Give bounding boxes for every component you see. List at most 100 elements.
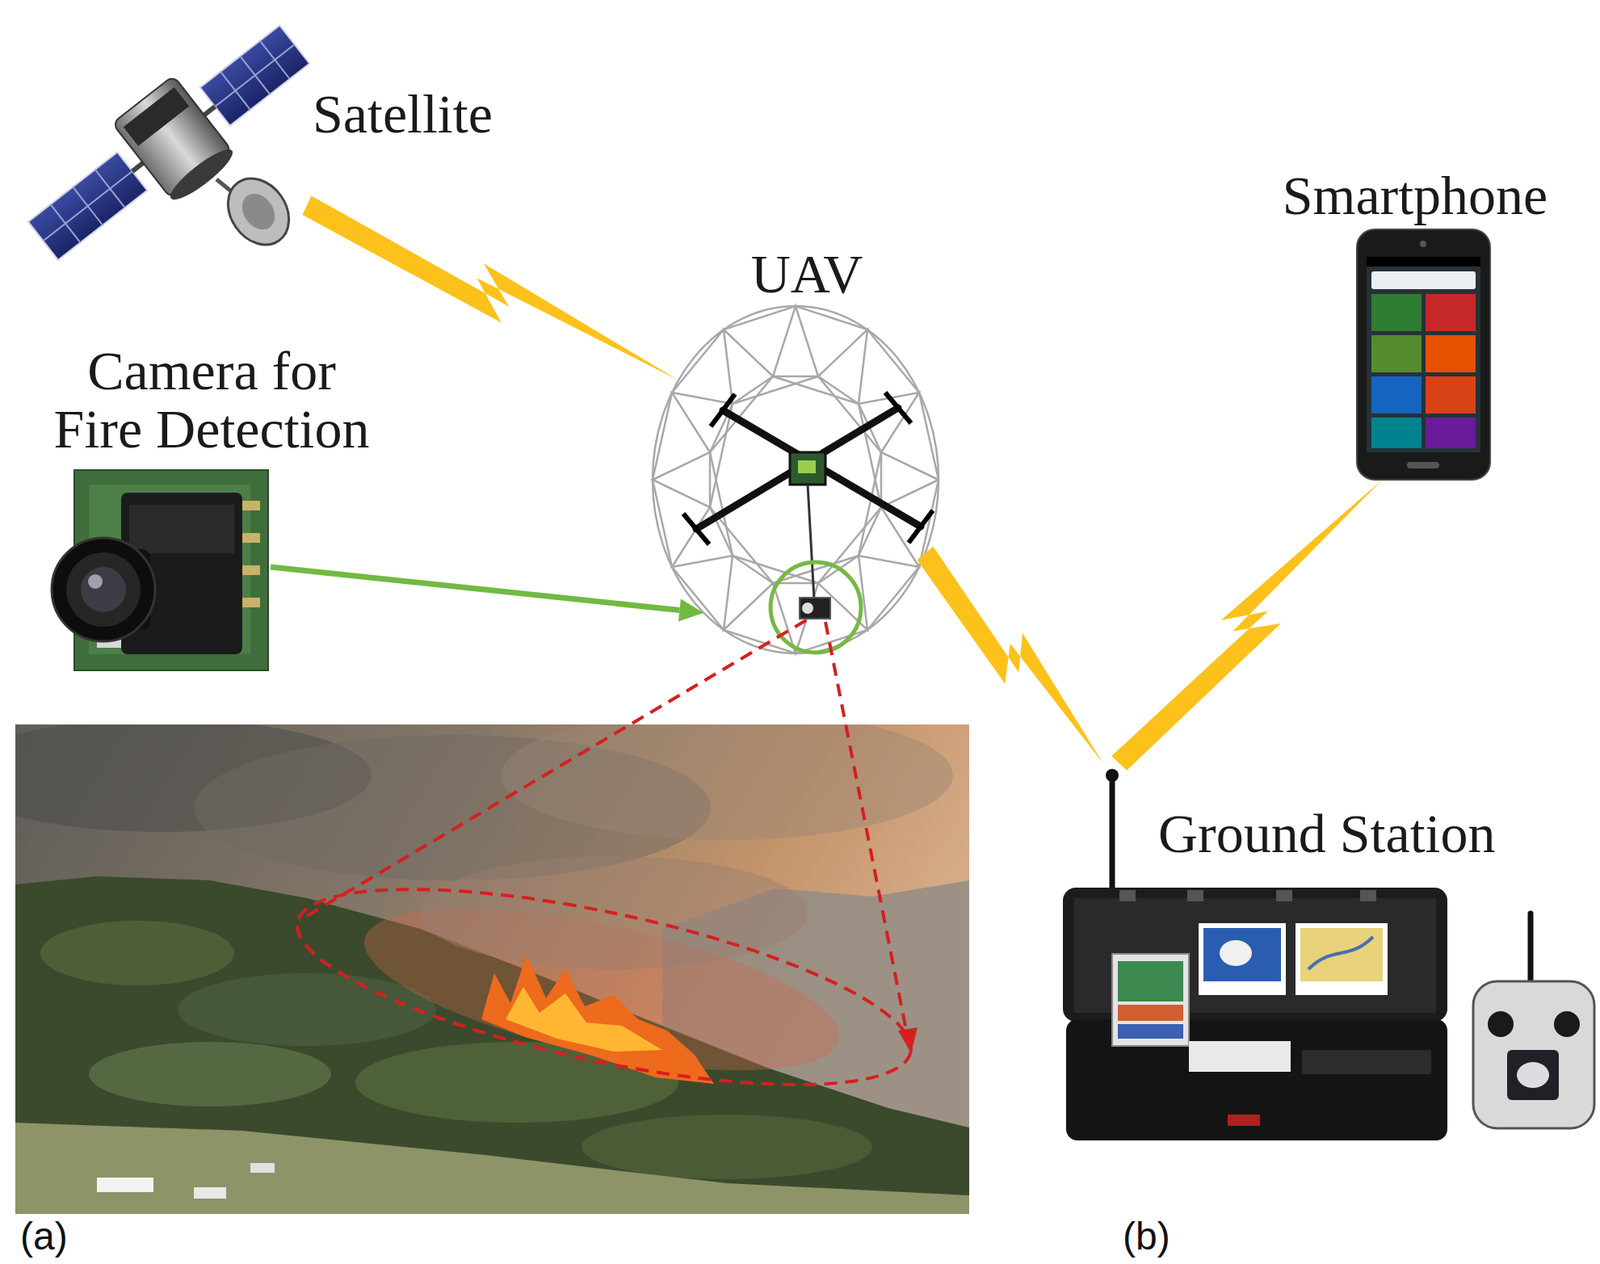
data-arrow: [270, 566, 704, 622]
fire-photo: [505, 986, 663, 1052]
quadcopter: [683, 513, 710, 545]
camera-illustration: [51, 537, 156, 642]
smartphone-illustration: [1371, 335, 1422, 373]
satellite-illustration: [164, 142, 238, 206]
ground-station-illustration: [1300, 928, 1383, 982]
quadcopter: [789, 452, 826, 485]
quadcopter: [807, 484, 815, 600]
arrow-shaft: [270, 566, 680, 611]
uav-node: UAV: [652, 306, 939, 654]
quadcopter: [799, 597, 831, 619]
lightning-bolt: [302, 195, 680, 380]
node-label: Satellite: [312, 85, 493, 143]
quadcopter: [722, 410, 921, 527]
smartphone-illustration: [1425, 335, 1476, 373]
fire-photo: [177, 973, 437, 1046]
ground-station-illustration: [1360, 890, 1377, 902]
camera-node: Camera for Fire Detection: [46, 464, 271, 674]
camera-illustration: [242, 500, 261, 511]
ground-station-node: Ground Station: [1061, 763, 1597, 1143]
satellite-illustration: [214, 44, 295, 107]
remote-controller: [1516, 1062, 1550, 1088]
satellite-node: Satellite: [20, 35, 307, 251]
quadcopter: [683, 392, 933, 653]
smartphone-illustration: [1371, 293, 1422, 332]
satellite-illustration: [200, 25, 310, 126]
field-of-view: [281, 848, 926, 1125]
ground-station-illustration: [1203, 928, 1281, 982]
wireless-link: [917, 546, 1104, 765]
smartphone-illustration: [1371, 376, 1422, 414]
lightning-bolt: [917, 546, 1104, 765]
satellite-illustration: [112, 75, 232, 199]
wireless-link: [302, 195, 680, 380]
remote-controller: [1553, 1011, 1580, 1038]
fire-photo: [193, 1187, 227, 1199]
uav-illustration: [709, 376, 882, 584]
arrow-head: [678, 599, 704, 622]
ground-station-illustration: [1187, 890, 1204, 902]
panel-label: (b): [1122, 1216, 1171, 1257]
smartphone-node: Smartphone: [1356, 229, 1491, 480]
smartphone-illustration: [1356, 229, 1491, 480]
smartphone-illustration: [1371, 417, 1422, 449]
camera-illustration: [80, 566, 126, 613]
camera-illustration: [51, 470, 269, 671]
node-label: UAV: [751, 245, 864, 303]
remote-controller: [1473, 913, 1595, 1129]
satellite-illustration: [235, 187, 282, 236]
remote-controller: [1528, 913, 1534, 986]
fire-photo: [40, 920, 235, 986]
uav-illustration: [652, 306, 939, 654]
uav-illustration: [652, 306, 939, 654]
fire-photo: [15, 1122, 970, 1214]
node-label: Ground Station: [1158, 805, 1496, 863]
uav-illustration: [652, 306, 939, 654]
quadcopter: [797, 460, 816, 474]
ground-station-illustration: [1295, 923, 1388, 996]
fire-photo: [96, 1177, 154, 1193]
fire-photo: [581, 1114, 873, 1180]
ground-station-illustration: [1117, 1004, 1184, 1021]
smartphone-illustration: [1406, 461, 1440, 469]
ground-station-illustration: [1227, 1114, 1260, 1126]
ground-station-illustration: [1117, 961, 1184, 1002]
uav-illustration: [709, 376, 882, 584]
smartphone-illustration: [1366, 256, 1481, 453]
remote-controller: [1487, 1011, 1514, 1038]
satellite-illustration: [28, 151, 147, 260]
uav-illustration: [652, 306, 939, 654]
fire-photo: [15, 724, 970, 1214]
ground-station-illustration: [1066, 1019, 1448, 1141]
uav-illustration: [709, 376, 882, 584]
node-label: Smartphone: [1282, 167, 1549, 225]
quadcopter: [710, 394, 735, 427]
smartphone-illustration: [1419, 240, 1427, 248]
camera-illustration: [242, 597, 261, 608]
node-label: Camera for Fire Detection: [44, 342, 380, 458]
smartphone-illustration: [1425, 417, 1476, 449]
remote-controller: [1507, 1049, 1559, 1101]
ground-station-illustration: [1109, 775, 1116, 891]
satellite-illustration: [12, 4, 328, 285]
quadcopter: [885, 392, 912, 424]
ground-station-illustration: [1198, 923, 1286, 996]
fire-photo: [250, 1163, 275, 1173]
camera-illustration: [242, 533, 261, 543]
smartphone-illustration: [1425, 376, 1476, 414]
smartphone-illustration: [1366, 256, 1481, 267]
smartphone-illustration: [1356, 229, 1491, 480]
quadcopter: [802, 602, 814, 614]
quadcopter: [770, 562, 861, 653]
ground-station-illustration: [1105, 768, 1119, 782]
ground-station-illustration: [1117, 1024, 1184, 1039]
quadcopter: [908, 510, 933, 543]
ground-station-illustration: [1276, 890, 1293, 902]
fire-photo: [481, 954, 714, 1084]
ground-station-illustration: [1219, 940, 1252, 966]
field-of-view: [281, 620, 926, 1126]
ground-station-illustration: [1112, 953, 1189, 1046]
field-of-view: [298, 620, 807, 921]
